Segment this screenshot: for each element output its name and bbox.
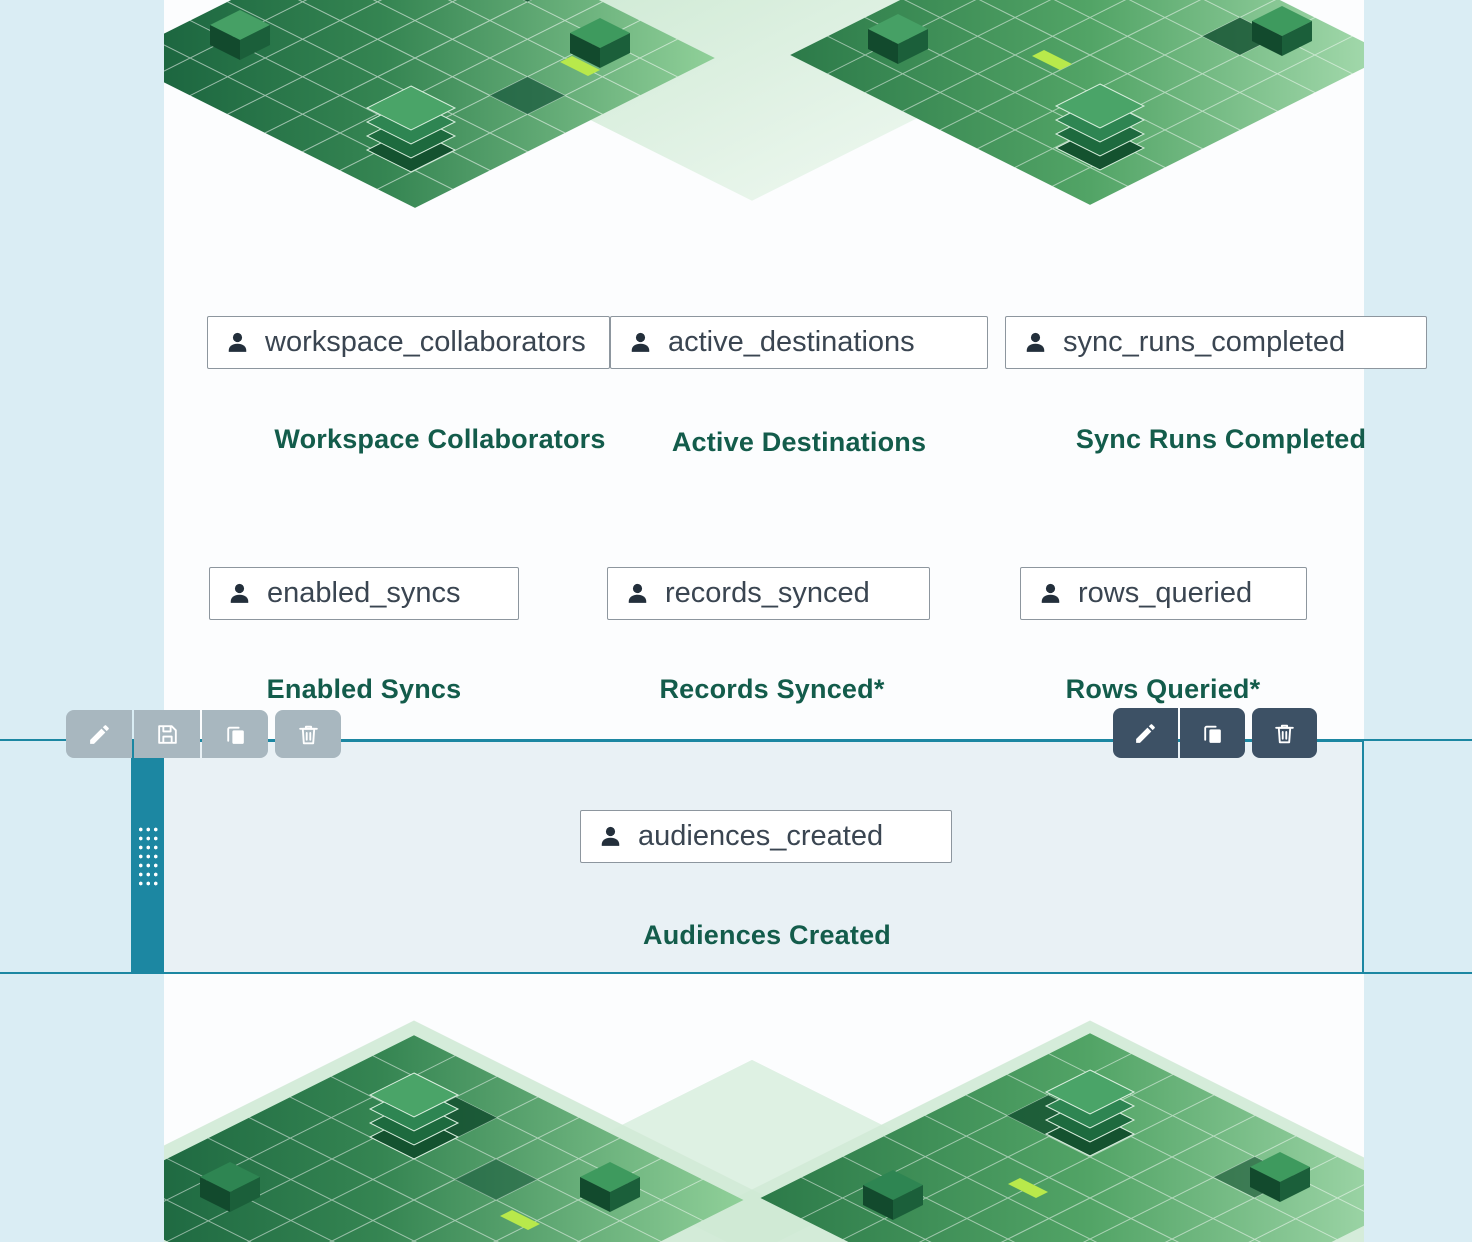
person-icon bbox=[230, 583, 249, 603]
merge-tag-value: sync_runs_completed bbox=[1063, 326, 1346, 358]
isometric-cube bbox=[570, 18, 630, 68]
isometric-stack bbox=[1044, 1069, 1136, 1157]
merge-tag-value: rows_queried bbox=[1078, 577, 1253, 609]
drag-dots-icon bbox=[136, 825, 159, 889]
metric-label-records-synced[interactable]: Records Synced* bbox=[659, 674, 885, 704]
person-icon bbox=[1041, 583, 1060, 603]
person-icon bbox=[628, 583, 647, 603]
merge-tag-value: active_destinations bbox=[668, 326, 915, 358]
isometric-cube bbox=[200, 1162, 260, 1212]
merge-tag-value: audiences_created bbox=[638, 820, 884, 852]
edit-row-button[interactable] bbox=[66, 710, 132, 758]
edit-module-button[interactable] bbox=[1113, 708, 1178, 758]
isometric-cube bbox=[863, 1170, 923, 1220]
person-icon bbox=[601, 826, 620, 846]
merge-tag-active-destinations[interactable]: active_destinations bbox=[610, 316, 988, 369]
module-toolbar bbox=[1113, 708, 1317, 758]
duplicate-module-button[interactable] bbox=[1180, 708, 1245, 758]
metric-label-audiences-created[interactable]: Audiences Created bbox=[643, 920, 891, 950]
metric-label-workspace-collaborators[interactable]: Workspace Collaborators bbox=[274, 424, 606, 454]
save-icon bbox=[157, 724, 177, 744]
row-drag-handle[interactable] bbox=[131, 740, 164, 974]
isometric-cube bbox=[1250, 1152, 1310, 1202]
merge-tag-value: enabled_syncs bbox=[267, 577, 461, 609]
accent-shape bbox=[560, 56, 600, 76]
header-isometric-illustration bbox=[164, 0, 1364, 208]
merge-tag-records-synced[interactable]: records_synced bbox=[607, 567, 930, 620]
merge-tag-workspace-collaborators[interactable]: workspace_collaborators bbox=[207, 316, 610, 369]
accent-shape bbox=[500, 1210, 540, 1230]
merge-tag-value: records_synced bbox=[665, 577, 870, 609]
footer-isometric-illustration bbox=[164, 1020, 1364, 1242]
copy-icon bbox=[226, 726, 244, 744]
copy-icon bbox=[1204, 725, 1221, 743]
person-icon bbox=[228, 332, 247, 352]
pencil-icon bbox=[1136, 723, 1155, 743]
delete-module-button[interactable] bbox=[1252, 708, 1317, 758]
row-toolbar-group bbox=[66, 710, 268, 758]
metric-label-rows-queried[interactable]: Rows Queried* bbox=[1065, 674, 1261, 704]
merge-tag-sync-runs-completed[interactable]: sync_runs_completed bbox=[1005, 316, 1427, 369]
accent-shape bbox=[1008, 1178, 1048, 1198]
merge-tag-audiences-created[interactable]: audiences_created bbox=[580, 810, 952, 863]
trash-icon bbox=[1275, 724, 1294, 743]
isometric-cube bbox=[580, 1162, 640, 1212]
isometric-stack bbox=[365, 85, 457, 173]
merge-tag-value: workspace_collaborators bbox=[265, 326, 586, 358]
isometric-stack bbox=[1054, 83, 1146, 171]
metric-label-sync-runs-completed[interactable]: Sync Runs Completed bbox=[1075, 424, 1367, 454]
row-toolbar bbox=[66, 710, 341, 758]
person-icon bbox=[1026, 332, 1045, 352]
isometric-stack bbox=[368, 1072, 460, 1160]
merge-tag-rows-queried[interactable]: rows_queried bbox=[1020, 567, 1307, 620]
metric-label-active-destinations[interactable]: Active Destinations bbox=[671, 427, 927, 457]
person-icon bbox=[631, 332, 650, 352]
save-row-button[interactable] bbox=[134, 710, 200, 758]
email-canvas[interactable]: workspace_collaborators active_destinati… bbox=[164, 0, 1427, 1242]
delete-row-button[interactable] bbox=[275, 710, 341, 758]
isometric-cube bbox=[868, 14, 928, 64]
selected-row[interactable]: audiences_created Audiences Created bbox=[131, 740, 1364, 974]
metric-label-enabled-syncs[interactable]: Enabled Syncs bbox=[266, 674, 462, 704]
pencil-icon bbox=[89, 724, 109, 744]
isometric-cube bbox=[210, 10, 270, 60]
accent-shape bbox=[1032, 50, 1072, 70]
isometric-cube bbox=[1252, 6, 1312, 56]
module-toolbar-group bbox=[1113, 708, 1245, 758]
merge-tag-enabled-syncs[interactable]: enabled_syncs bbox=[209, 567, 519, 620]
duplicate-row-button[interactable] bbox=[202, 710, 268, 758]
trash-icon bbox=[298, 725, 318, 744]
